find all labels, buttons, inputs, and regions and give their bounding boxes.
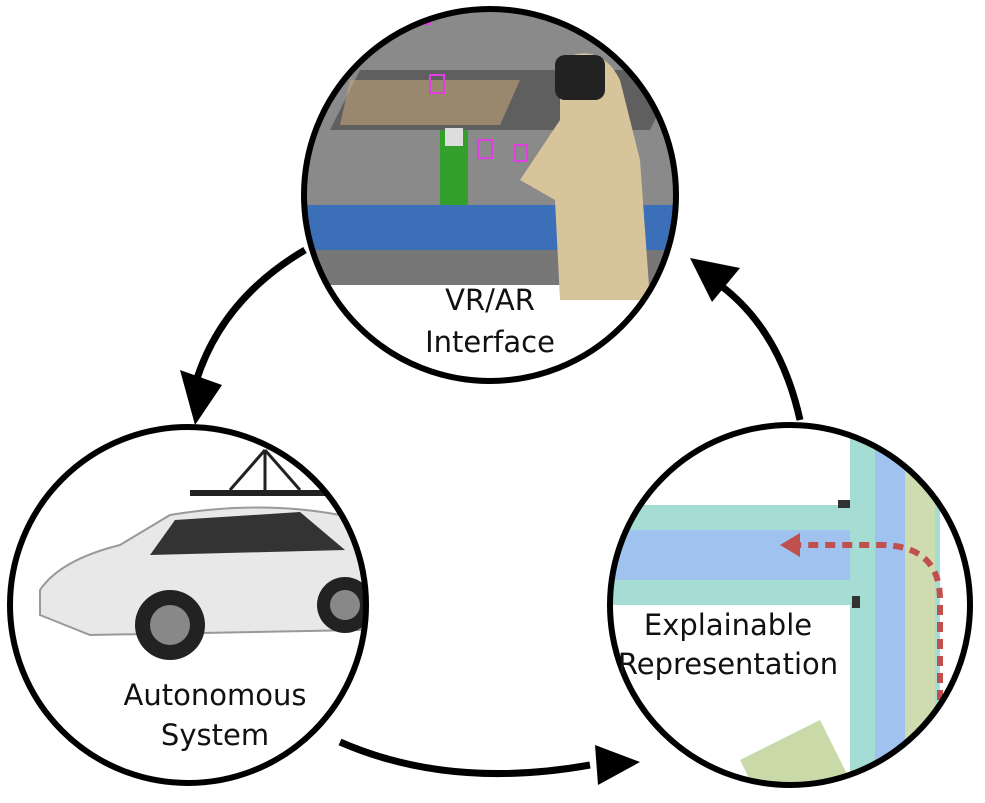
vr-label-line2: Interface [425,325,555,359]
explainable-label-line1: Explainable [644,608,812,642]
arrow-explainable-to-vr [690,258,804,421]
explainable-label-line2: Representation [618,647,838,681]
arrowhead-icon [595,745,640,785]
autonomous-circle-border [7,424,369,786]
explainable-circle-border [607,422,973,788]
arrow-vr-to-autonomous [180,246,307,425]
arrow-autonomous-to-explainable [338,738,640,785]
autonomous-label-line1: Autonomous [124,678,307,712]
car-image [10,427,366,783]
vr-circle-border [301,6,679,384]
explainable-representation-node: Explainable Representation [607,422,973,788]
autonomous-label-line2: System [161,718,269,752]
arrowhead-icon [690,258,740,302]
vr-ar-node: VR/AR Interface [301,6,679,384]
vr-label-line1: VR/AR [445,283,535,317]
arrowhead-icon [180,370,222,425]
autonomous-system-node: Autonomous System [7,424,369,786]
